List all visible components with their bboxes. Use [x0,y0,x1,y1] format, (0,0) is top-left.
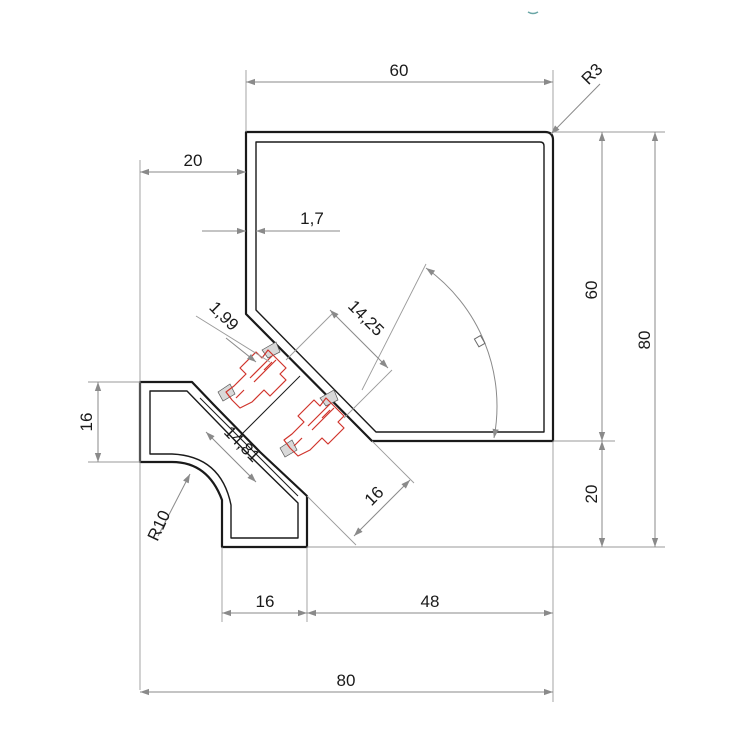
dim-right-total-label: 80 [635,331,654,350]
angle-indicator [361,263,499,439]
connector-lower [279,389,345,458]
dim-right-upper-label: 60 [582,281,601,300]
dim-wall-thickness: 1,7 [202,209,340,235]
dim-overall-width-label: 80 [337,671,356,690]
dim-arc-radius: R10 [144,473,191,544]
angle-symbol [473,334,486,348]
dim-corner-radius: R3 [550,60,607,135]
dim-left-height-label: 16 [77,413,96,432]
dim-wall-thickness-label: 1,7 [300,209,324,228]
dim-offset-left: 20 [139,151,246,690]
dim-bottom-widths: 16 48 [221,441,554,702]
dim-connector-gap: 1,99 [195,298,271,363]
dim-right-heights: 60 80 20 [307,131,665,548]
dim-connector-upper-label: 14,25 [344,296,388,340]
main-profile [244,130,555,443]
dim-diagonal-width: 16 [306,440,415,546]
dim-right-lower-label: 20 [582,485,601,504]
dim-offset-left-label: 20 [184,151,203,170]
dim-top-width: 60 [245,61,554,132]
dim-connector-lower-label: 14,81 [220,422,264,466]
dim-overall-width: 80 [140,671,553,696]
dim-connector-gap-label: 1,99 [205,298,242,335]
dim-bottom-small-label: 16 [256,592,275,611]
connector-upper [217,341,287,409]
dim-left-height: 16 [77,381,140,463]
dim-top-width-label: 60 [390,61,409,80]
dim-diagonal-width-label: 16 [361,483,388,510]
top-mark [527,11,539,15]
dim-bottom-large-label: 48 [421,592,440,611]
dim-corner-radius-label: R3 [578,60,607,89]
